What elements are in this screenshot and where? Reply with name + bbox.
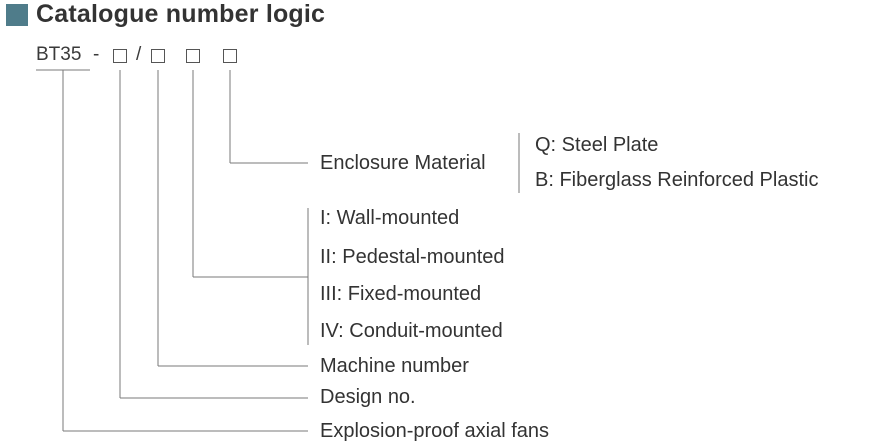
mounting-option-i: I: Wall-mounted <box>320 207 460 229</box>
machine-number-slot-box <box>151 49 165 63</box>
code-dash: - <box>93 44 100 65</box>
design-no-label: Design no. <box>320 386 416 408</box>
code-prefix: BT35 <box>36 44 82 65</box>
material-option-b: B: Fiberglass Reinforced Plastic <box>535 169 819 191</box>
mounting-option-iii: III: Fixed-mounted <box>320 283 482 305</box>
code-slash: / <box>136 44 142 65</box>
mounting-slot-box <box>186 49 200 63</box>
mounting-option-iv: IV: Conduit-mounted <box>320 320 503 342</box>
page-title: Catalogue number logic <box>36 0 326 28</box>
design-slot-box <box>113 49 127 63</box>
material-option-q: Q: Steel Plate <box>535 134 659 156</box>
enclosure-material-label: Enclosure Material <box>320 152 486 174</box>
title-marker-square <box>6 4 28 26</box>
product-label: Explosion-proof axial fans <box>320 420 550 442</box>
material-slot-box <box>223 49 237 63</box>
mounting-option-ii: II: Pedestal-mounted <box>320 246 505 268</box>
machine-number-label: Machine number <box>320 355 469 377</box>
